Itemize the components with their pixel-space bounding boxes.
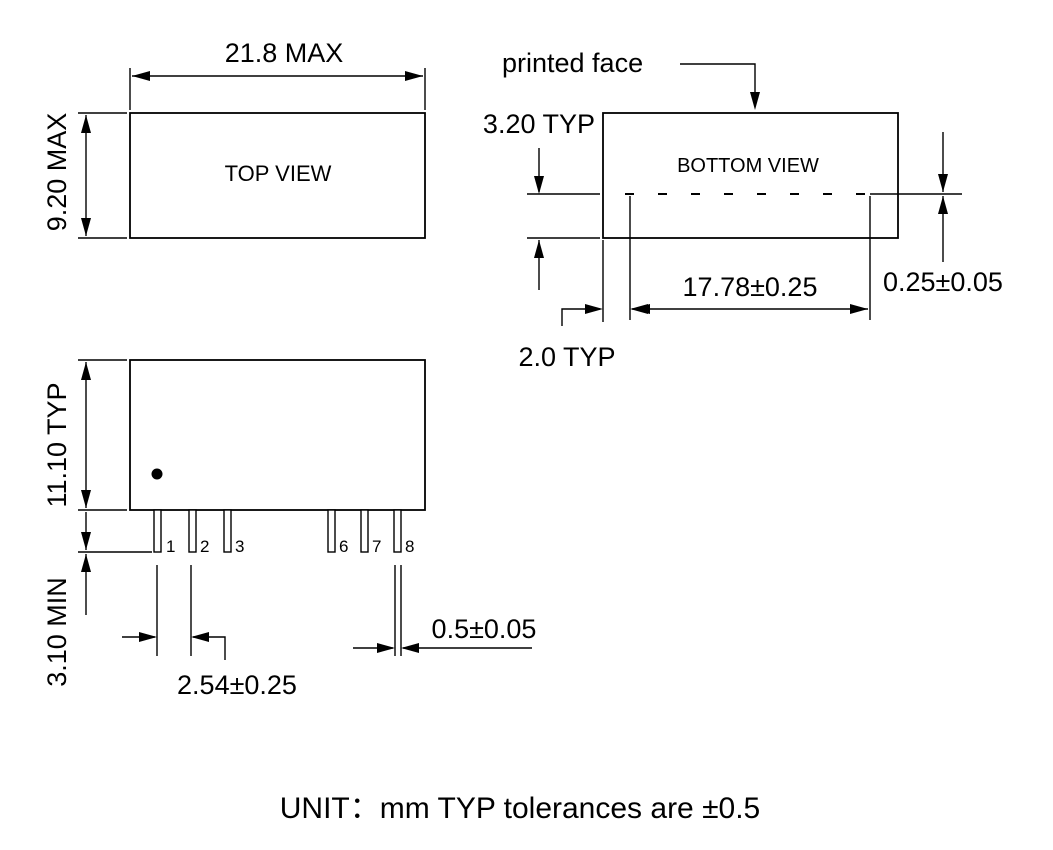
top-height-dimension: 9.20 MAX [42, 113, 72, 232]
top-view-label: TOP VIEW [225, 161, 332, 186]
printed-face-label: printed face [502, 48, 643, 78]
pin-1 [153, 509, 162, 553]
pin-6 [327, 509, 336, 553]
body-height-dimension: 11.10 TYP [42, 382, 72, 507]
face-depth-dimension: 3.20 TYP [483, 109, 595, 139]
top-view: TOP VIEW 21.8 MAX 9.20 MAX [42, 38, 426, 239]
side-view-body [129, 359, 426, 511]
pin-pitch-dimension: 2.54±0.25 [177, 670, 297, 700]
top-view-body [129, 112, 426, 239]
top-width-dimension: 21.8 MAX [225, 38, 344, 68]
pin-offset-dimension: 2.0 TYP [518, 342, 615, 372]
printed-face-leader [680, 63, 756, 100]
pin-3 [223, 509, 232, 553]
pin-label-2: 2 [200, 537, 209, 556]
unit-note: UNIT：mm TYP tolerances are ±0.5 [280, 792, 761, 825]
pin-label-3: 3 [235, 537, 244, 556]
pin1-marker-dot [151, 468, 163, 480]
pin-8 [393, 509, 402, 553]
pin-label-7: 7 [372, 537, 381, 556]
pin-span-dimension: 17.78±0.25 [683, 272, 818, 302]
bottom-view: BOTTOM VIEW printed face 3.20 TYP 0.25±0… [483, 48, 1003, 372]
pin-7 [360, 509, 369, 553]
pin-width-dimension: 0.5±0.05 [432, 614, 537, 644]
pin-2 [188, 509, 197, 553]
side-view: 1 2 3 6 7 8 11.10 TYP 3.10 MIN 2.54±0.25 [42, 359, 537, 700]
pin-length-dimension: 3.10 MIN [42, 577, 72, 687]
pin-label-8: 8 [405, 537, 414, 556]
pin-label-6: 6 [339, 537, 348, 556]
bottom-view-body [602, 112, 899, 239]
bottom-view-label: BOTTOM VIEW [677, 155, 819, 177]
pin-label-1: 1 [166, 537, 175, 556]
edge-offset-dimension: 0.25±0.05 [883, 267, 1003, 297]
